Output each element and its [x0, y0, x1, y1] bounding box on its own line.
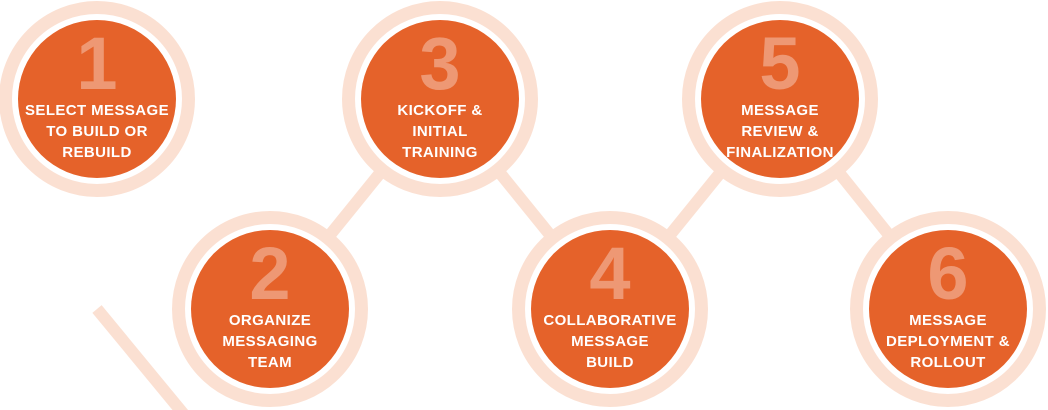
- step-5-number: 5: [759, 21, 801, 105]
- step-2-circle: 2 ORGANIZE MESSAGING TEAM: [191, 230, 349, 388]
- step-4-number: 4: [589, 231, 631, 315]
- step-5-node: 5 MESSAGE REVIEW & FINALIZATION: [682, 1, 878, 197]
- step-6-number: 6: [927, 231, 969, 315]
- step-4-label: COLLABORATIVE MESSAGE BUILD: [543, 312, 677, 372]
- step-5-circle: 5 MESSAGE REVIEW & FINALIZATION: [701, 20, 859, 178]
- step-3-circle: 3 KICKOFF & INITIAL TRAINING: [361, 20, 519, 178]
- step-6-label: MESSAGE DEPLOYMENT & ROLLOUT: [886, 312, 1010, 372]
- step-2-number: 2: [249, 231, 291, 315]
- step-1-circle: 1 SELECT MESSAGE TO BUILD OR REBUILD: [18, 20, 176, 178]
- step-3-number: 3: [419, 21, 461, 105]
- step-1-node: 1 SELECT MESSAGE TO BUILD OR REBUILD: [0, 1, 195, 197]
- step-4-circle: 4 COLLABORATIVE MESSAGE BUILD: [531, 230, 689, 388]
- step-3-node: 3 KICKOFF & INITIAL TRAINING: [342, 1, 538, 197]
- step-2-label: ORGANIZE MESSAGING TEAM: [222, 312, 318, 372]
- step-5-label: MESSAGE REVIEW & FINALIZATION: [726, 102, 834, 162]
- step-1-number: 1: [76, 21, 118, 105]
- step-1-label: SELECT MESSAGE TO BUILD OR REBUILD: [25, 102, 169, 162]
- step-2-node: 2 ORGANIZE MESSAGING TEAM: [172, 211, 368, 407]
- step-3-label: KICKOFF & INITIAL TRAINING: [397, 102, 483, 162]
- step-4-node: 4 COLLABORATIVE MESSAGE BUILD: [512, 211, 708, 407]
- step-6-node: 6 MESSAGE DEPLOYMENT & ROLLOUT: [850, 211, 1046, 407]
- step-6-circle: 6 MESSAGE DEPLOYMENT & ROLLOUT: [869, 230, 1027, 388]
